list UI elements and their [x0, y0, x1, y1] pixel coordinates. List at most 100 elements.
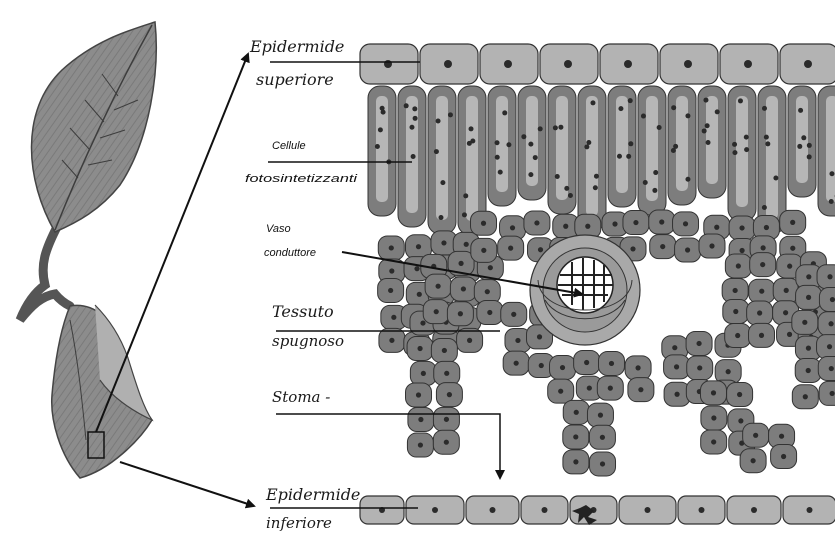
cell-nucleus — [510, 225, 515, 230]
cell-nucleus — [573, 459, 578, 464]
cell-nucleus — [563, 224, 568, 229]
cell-nucleus — [635, 365, 640, 370]
chloroplast — [807, 154, 812, 159]
chloroplast — [528, 142, 533, 147]
cell-nucleus — [391, 315, 396, 320]
chloroplast — [412, 106, 417, 111]
cell-nucleus — [733, 288, 738, 293]
chloroplast — [705, 123, 710, 128]
cross-section — [360, 44, 835, 525]
chloroplast — [467, 141, 472, 146]
chloroplast — [626, 154, 631, 159]
label-epidermide-inferiore-1: Epidermide — [265, 485, 360, 504]
cell-nucleus — [802, 320, 807, 325]
lower-epidermis — [360, 496, 835, 524]
cell-nucleus — [787, 264, 792, 269]
cell-nucleus — [659, 219, 664, 224]
chloroplast — [673, 144, 678, 149]
cell-nucleus — [739, 225, 744, 230]
cell-nucleus — [683, 221, 688, 226]
cell-nucleus — [709, 243, 714, 248]
cell-nucleus — [685, 247, 690, 252]
cell-nucleus — [574, 410, 579, 415]
chloroplast — [797, 144, 802, 149]
chloroplast — [732, 150, 737, 155]
cell-nucleus — [389, 268, 394, 273]
leaf-stem — [20, 225, 70, 320]
chloroplast — [798, 108, 803, 113]
cell-nucleus — [803, 394, 808, 399]
cell-nucleus — [759, 333, 764, 338]
cell-nucleus — [759, 289, 764, 294]
chloroplast — [495, 155, 500, 160]
cell-nucleus — [418, 417, 423, 422]
cell-nucleus — [738, 418, 743, 423]
palisade-vacuole — [436, 96, 448, 220]
chloroplast — [652, 188, 657, 193]
chloroplast — [706, 140, 711, 145]
chloroplast — [411, 154, 416, 159]
cell-nucleus — [787, 332, 792, 337]
chloroplast — [618, 106, 623, 111]
chloroplast — [469, 126, 474, 131]
chloroplast — [671, 105, 676, 110]
chloroplast — [434, 149, 439, 154]
cell-nucleus — [467, 338, 472, 343]
spongy-cell — [817, 335, 835, 359]
label-vaso-1: Vaso — [266, 223, 291, 235]
cell-nucleus — [537, 334, 542, 339]
cell-nucleus — [534, 220, 539, 225]
chloroplast — [702, 128, 707, 133]
cell-nucleus — [488, 265, 493, 270]
chloroplast — [380, 106, 385, 111]
cell-nucleus — [442, 348, 447, 353]
cell-nucleus — [417, 346, 422, 351]
chloroplast — [703, 98, 708, 103]
cell-nucleus — [783, 310, 788, 315]
cell-nucleus — [587, 385, 592, 390]
chloroplast — [643, 180, 648, 185]
cell-nucleus — [784, 288, 789, 293]
cell-nucleus — [414, 266, 419, 271]
chloroplast — [593, 185, 598, 190]
cell-nucleus — [737, 392, 742, 397]
palisade-vacuole — [646, 96, 658, 201]
cell-nucleus — [444, 417, 449, 422]
cell-nucleus — [753, 433, 758, 438]
cell-nucleus — [447, 392, 452, 397]
cell-nucleus — [804, 60, 812, 68]
cell-nucleus — [461, 286, 466, 291]
cell-nucleus — [384, 60, 392, 68]
label-epidermide-inferiore-2: inferiore — [266, 514, 332, 532]
cell-nucleus — [539, 363, 544, 368]
cell-nucleus — [481, 248, 486, 253]
cell-nucleus — [781, 454, 786, 459]
label-vaso-2: conduttore — [264, 247, 316, 259]
cell-nucleus — [744, 60, 752, 68]
cell-nucleus — [711, 390, 716, 395]
label-tessuto-1: Tessuto — [272, 302, 334, 321]
cell-nucleus — [421, 371, 426, 376]
cell-nucleus — [726, 369, 731, 374]
cell-nucleus — [736, 263, 741, 268]
chloroplast — [448, 112, 453, 117]
cell-nucleus — [760, 262, 765, 267]
label-epidermide-superiore-2: superiore — [256, 70, 334, 89]
label-tessuto-2: spugnoso — [272, 332, 344, 350]
cell-nucleus — [790, 220, 795, 225]
label-epidermide-superiore-1: Epidermide — [249, 37, 344, 56]
chloroplast — [829, 171, 834, 176]
cell-nucleus — [827, 274, 832, 279]
cell-nucleus — [830, 391, 835, 396]
chloroplast — [715, 109, 720, 114]
chloroplast — [641, 114, 646, 119]
cell-nucleus — [564, 60, 572, 68]
cell-nucleus — [515, 338, 520, 343]
label-cellule-1: Cellule — [272, 140, 306, 152]
chloroplast — [590, 100, 595, 105]
cell-nucleus — [764, 225, 769, 230]
cell-nucleus — [829, 366, 834, 371]
cell-nucleus — [436, 284, 441, 289]
